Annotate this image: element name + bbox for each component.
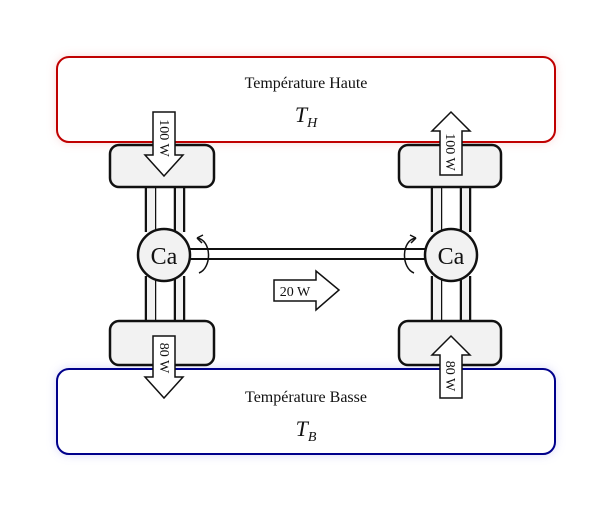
right-machine-circle [423, 227, 479, 283]
cold-reservoir-symbol: TB [296, 416, 317, 445]
hot-reservoir: Température Haute TH [56, 56, 556, 143]
left-heat-out-arrow: 80 W [143, 335, 185, 400]
shaft [184, 248, 431, 260]
left-heat-in-label: 100 W [156, 119, 171, 157]
hot-reservoir-title: Température Haute [245, 75, 368, 92]
right-rotation-arrow-icon [403, 234, 417, 274]
cold-reservoir-title: Température Basse [245, 389, 367, 406]
right-heat-out-label: 100 W [442, 133, 457, 171]
left-machine-label: Ca [151, 244, 178, 270]
left-machine: Ca [108, 143, 216, 367]
left-rotation-arrow-icon [196, 234, 210, 274]
right-machine-label: Ca [438, 244, 465, 270]
cold-reservoir-box [56, 368, 556, 455]
right-heat-in-arrow: 80 W [430, 334, 472, 399]
hot-reservoir-symbol: TH [295, 102, 318, 131]
hot-reservoir-box [56, 56, 556, 143]
right-heat-out-arrow: 100 W [430, 110, 472, 176]
work-arrow: 20 W [273, 269, 341, 312]
left-heat-in-arrow: 100 W [143, 111, 185, 178]
left-heat-out-label: 80 W [156, 343, 171, 374]
work-label: 20 W [280, 285, 311, 300]
cold-reservoir: Température Basse TB [56, 368, 556, 455]
right-heat-in-label: 80 W [442, 361, 457, 392]
left-machine-circle [136, 227, 192, 283]
